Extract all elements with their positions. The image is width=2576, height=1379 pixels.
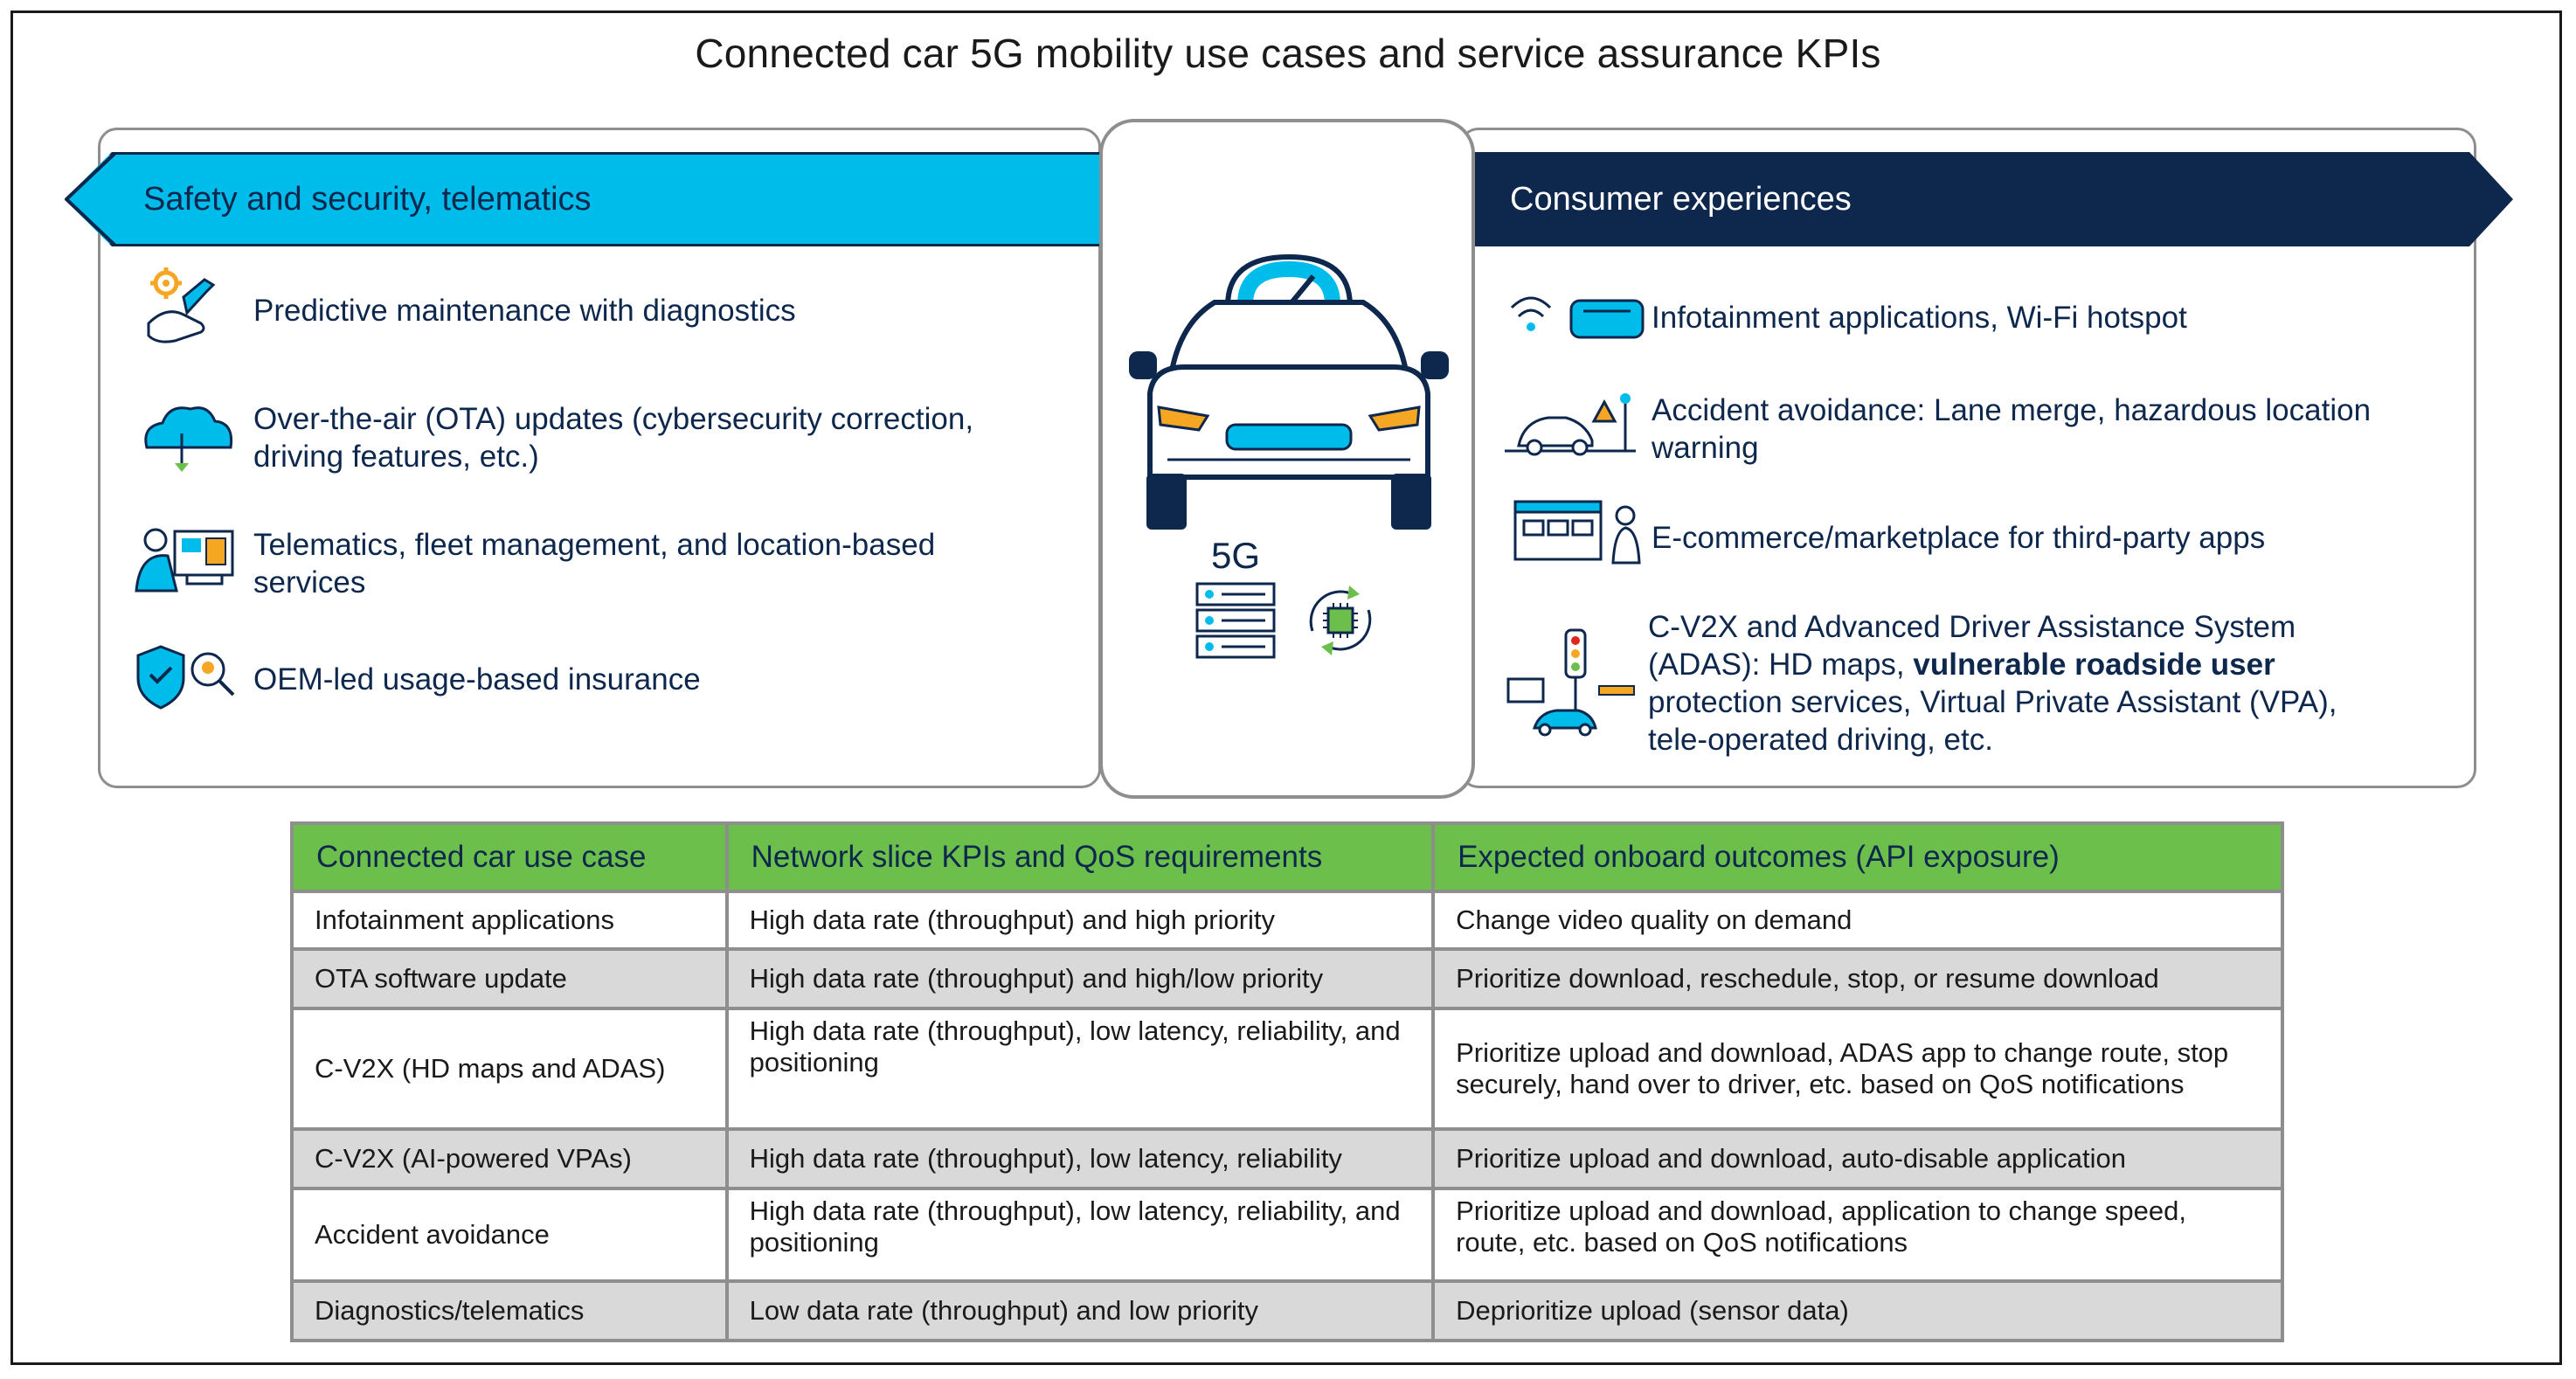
table-cell: Low data rate (throughput) and low prior…	[724, 1279, 1436, 1342]
wrench-gear-hand-icon	[147, 267, 216, 343]
table-cell: Prioritize upload and download, applicat…	[1431, 1187, 2284, 1283]
left-item-telematics: Telematics, fleet management, and locati…	[131, 516, 1005, 612]
table-cell: Prioritize download, reschedule, stop, o…	[1431, 947, 2284, 1010]
adas-text-bold: vulnerable roadside user	[1913, 648, 2275, 682]
car-hazard-warning-icon	[1505, 393, 1636, 456]
table-header-row: Connected car use case Network slice KPI…	[290, 821, 2284, 893]
table-cell: High data rate (throughput) and high/low…	[724, 947, 1436, 1010]
left-item-ota-updates: Over-the-air (OTA) updates (cybersecurit…	[131, 390, 1005, 486]
table-cell: Deprioritize upload (sensor data)	[1431, 1279, 2284, 1342]
left-item-text: OEM-led usage-based insurance	[253, 662, 701, 696]
table-header-cell: Network slice KPIs and QoS requirements	[724, 821, 1436, 893]
table-cell: Change video quality on demand	[1431, 890, 2284, 951]
left-item-predictive-maintenance: Predictive maintenance with diagnostics	[131, 262, 1005, 358]
table-cell: High data rate (throughput), low latency…	[724, 1187, 1436, 1283]
label-5g: 5G	[1211, 535, 1261, 576]
table-row: Diagnostics/telematics Low data rate (th…	[290, 1279, 2284, 1342]
fleet-operator-icon	[135, 528, 234, 592]
right-item-infotainment: Infotainment applications, Wi-Fi hotspot	[1499, 269, 2455, 365]
left-item-text: Over-the-air (OTA) updates (cybersecurit…	[253, 402, 974, 474]
table-row: Infotainment applications High data rate…	[290, 890, 2284, 951]
car-speedometer-icon	[1129, 253, 1449, 530]
table-cell: Diagnostics/telematics	[290, 1279, 729, 1342]
table-cell: Prioritize upload and download, auto-dis…	[1431, 1127, 2284, 1190]
server-stack-icon	[1195, 582, 1276, 659]
cloud-download-icon	[144, 406, 233, 472]
kpi-table: Connected car use case Network slice KPI…	[290, 821, 2284, 1342]
right-item-cv2x-adas: C-V2X and Advanced Driver Assistance Sys…	[1491, 608, 2382, 759]
left-item-insurance: OEM-led usage-based insurance	[131, 631, 1005, 727]
table-header-cell: Connected car use case	[290, 821, 729, 893]
marketplace-browser-icon	[1513, 500, 1641, 565]
table-row: C-V2X (AI-powered VPAs) High data rate (…	[290, 1127, 2284, 1190]
left-banner: Safety and security, telematics	[65, 152, 1113, 246]
adas-text-part: protection services, Virtual Private Ass…	[1648, 685, 2337, 757]
shield-insurance-icon	[136, 645, 235, 710]
table-cell: OTA software update	[290, 947, 729, 1010]
diagram-title: Connected car 5G mobility use cases and …	[695, 31, 1881, 76]
table-cell: C-V2X (HD maps and ADAS)	[290, 1007, 729, 1131]
table-cell: High data rate (throughput) and high pri…	[724, 890, 1436, 951]
table-cell: High data rate (throughput), low latency…	[724, 1007, 1436, 1131]
left-banner-heading: Safety and security, telematics	[143, 180, 592, 218]
table-row: Accident avoidance High data rate (throu…	[290, 1187, 2284, 1283]
outer-frame	[10, 10, 2562, 1365]
table-cell: Prioritize upload and download, ADAS app…	[1431, 1007, 2284, 1131]
right-item-ecommerce: E-commerce/marketplace for third-party a…	[1499, 489, 2455, 586]
right-item-text: Infotainment applications, Wi-Fi hotspot	[1652, 300, 2187, 335]
right-item-text: C-V2X and Advanced Driver Assistance Sys…	[1648, 608, 2382, 759]
table-cell: Accident avoidance	[290, 1187, 729, 1283]
right-item-accident-avoidance: Accident avoidance: Lane merge, hazardou…	[1499, 381, 2455, 477]
left-item-text: Telematics, fleet management, and locati…	[253, 528, 936, 599]
right-banner: Consumer experiences	[1458, 152, 2513, 246]
table-row: OTA software update High data rate (thro…	[290, 947, 2284, 1010]
traffic-light-adas-icon	[1506, 628, 1635, 737]
right-banner-heading: Consumer experiences	[1510, 180, 1852, 218]
adas-text-part: C-V2X and Advanced Driver Assistance Sys…	[1648, 610, 2296, 682]
table-cell: High data rate (throughput), low latency…	[724, 1127, 1436, 1190]
right-item-text: Accident avoidance: Lane merge, hazardou…	[1652, 393, 2372, 465]
right-item-text: E-commerce/marketplace for third-party a…	[1652, 520, 2266, 555]
left-banner-arrow-edge	[65, 152, 117, 246]
wifi-vr-headset-icon	[1510, 296, 1645, 339]
table-header-cell: Expected onboard outcomes (API exposure)	[1431, 821, 2284, 893]
table-row: C-V2X (HD maps and ADAS) High data rate …	[290, 1007, 2284, 1131]
table-cell: Infotainment applications	[290, 890, 729, 951]
left-item-text: Predictive maintenance with diagnostics	[253, 293, 796, 328]
chip-refresh-icon	[1309, 586, 1372, 655]
table-cell: C-V2X (AI-powered VPAs)	[290, 1127, 729, 1190]
